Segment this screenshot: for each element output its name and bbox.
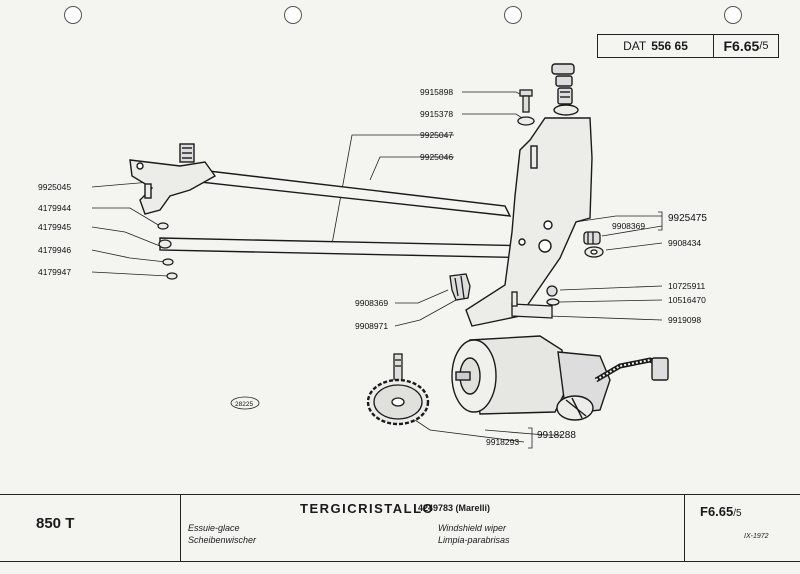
wiper-linkage-rods	[159, 169, 542, 259]
callout-4179945: 4179945	[38, 222, 71, 232]
binder-hole	[504, 6, 522, 24]
issue-date: IX-1972	[744, 533, 769, 540]
right-bushings	[546, 231, 604, 306]
title-french: Essuie-glace	[188, 523, 240, 533]
callout-9925046: 9925046	[420, 152, 453, 162]
sheet-code-suffix: /5	[759, 40, 769, 52]
sheet-header-box: DAT 556 65 F6.65/5	[597, 34, 779, 58]
lower-link-rod	[159, 237, 542, 259]
callout-9915378: 9915378	[420, 109, 453, 119]
binder-hole	[724, 6, 742, 24]
footer-divider	[180, 495, 181, 561]
rubber-grommet	[449, 273, 471, 301]
footer-sheet-code: F6.65/5	[700, 504, 742, 519]
callout-9919098: 9919098	[668, 315, 701, 325]
callout-9908369-upper: 9908369	[612, 221, 645, 231]
worm-gear	[366, 353, 430, 426]
part-number-note: 4249783 (Marelli)	[418, 503, 491, 513]
exploded-parts-diagram: 9915898 9915378 9925047 9925046 9925045 …	[38, 63, 707, 449]
dat-number: 556 65	[651, 39, 688, 53]
drawing-number: 28225	[235, 401, 253, 408]
footer-sheet-code-main: F6.65	[700, 504, 734, 519]
callout-10516470: 10516470	[668, 295, 706, 305]
callout-9925475: 9925475	[668, 213, 707, 224]
callout-10725911: 10725911	[668, 281, 705, 291]
vehicle-model: 850 T	[36, 515, 75, 532]
part-callouts: 9915898 9915378 9925047 9925046 9925045 …	[38, 87, 707, 447]
callout-9925045: 9925045	[38, 182, 71, 192]
sheet-code: F6.65/5	[714, 35, 778, 57]
title-spanish: Limpia-parabrisas	[438, 535, 510, 545]
mounting-bracket	[465, 117, 593, 327]
footer-divider	[684, 495, 685, 561]
left-fasteners	[157, 222, 178, 280]
title-block: 850 T TERGICRISTALLO 4249783 (Marelli) E…	[0, 494, 800, 562]
wiper-motor	[451, 335, 669, 421]
callout-9908971: 9908971	[355, 321, 388, 331]
title-english: Windshield wiper	[438, 523, 506, 533]
binder-hole	[64, 6, 82, 24]
callout-9908369-lower: 9908369	[355, 298, 388, 308]
callout-9915898: 9915898	[420, 87, 453, 97]
dat-label: DAT	[623, 39, 647, 53]
callout-9925047: 9925047	[420, 130, 453, 140]
part-title: TERGICRISTALLO	[300, 501, 435, 516]
callout-4179944: 4179944	[38, 203, 71, 213]
right-pivot-spindle	[530, 63, 579, 169]
drawing-number-oval	[230, 396, 260, 410]
callout-9918293: 9918293	[486, 437, 519, 447]
dat-reference: DAT 556 65	[598, 35, 714, 57]
screw-and-washer	[517, 89, 535, 126]
upper-link-rod	[199, 169, 512, 217]
title-german: Scheibenwischer	[188, 535, 257, 545]
sheet-code-main: F6.65	[723, 38, 760, 54]
callout-4179946: 4179946	[38, 245, 71, 255]
binder-hole	[284, 6, 302, 24]
left-pivot-bracket	[129, 143, 217, 215]
callout-9918288: 9918288	[537, 430, 576, 441]
callout-4179947: 4179947	[38, 267, 71, 277]
crank-arm	[511, 291, 553, 319]
callout-9908434: 9908434	[668, 238, 701, 248]
footer-sheet-code-suffix: /5	[733, 508, 742, 519]
